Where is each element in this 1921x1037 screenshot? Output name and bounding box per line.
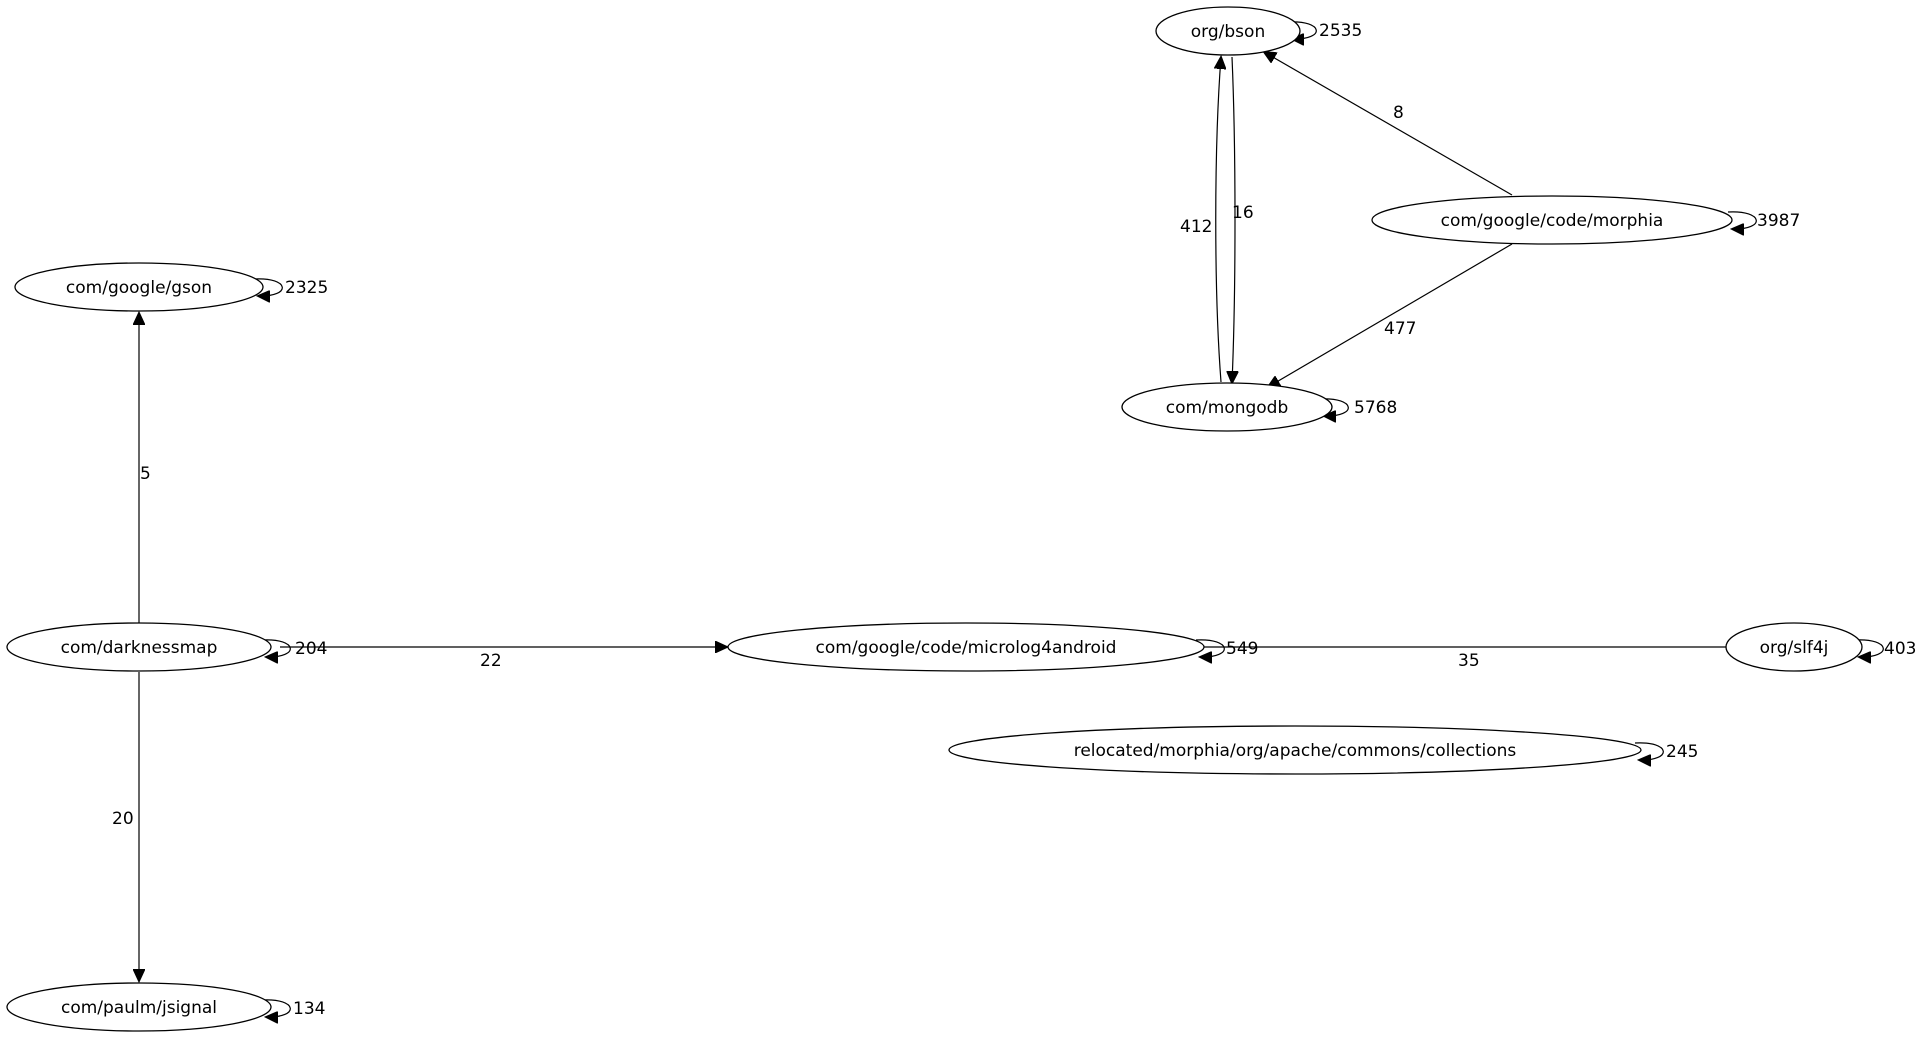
edge-jsignal-self	[261, 999, 291, 1017]
edge-label-gson-self: 2325	[285, 278, 328, 298]
edge-micrologger-self	[1195, 639, 1225, 657]
edge-morphia-to-bson	[1264, 52, 1513, 196]
edge-mongodb-self	[1319, 398, 1349, 416]
node-label: com/google/gson	[66, 278, 212, 298]
node-label: com/google/code/morphia	[1441, 211, 1664, 231]
node-com-darknessmap[interactable]: com/darknessmap	[6, 622, 272, 672]
node-label: com/google/code/microlog4android	[816, 638, 1117, 658]
edge-label-slf4j-self: 403	[1884, 639, 1916, 659]
edge-morphia-self	[1727, 211, 1757, 229]
edges	[139, 21, 1884, 1017]
edge-darknessmap-self	[261, 639, 291, 657]
edge-bson-self	[1287, 21, 1317, 39]
node-label: com/darknessmap	[61, 638, 218, 658]
edge-label-bson-to-mongodb: 16	[1232, 203, 1254, 223]
node-com-paulm-jsignal[interactable]: com/paulm/jsignal	[6, 982, 272, 1032]
edge-label-mongodb-self: 5768	[1354, 398, 1397, 418]
edge-label-darknessmap-self: 204	[295, 639, 327, 659]
edge-labels: 8 412 16 477 5 22 35 20 2535 3987 5768 2…	[112, 21, 1916, 1019]
nodes: org/bson com/google/code/morphia com/mon…	[6, 6, 1863, 1032]
node-label: relocated/morphia/org/apache/commons/col…	[1074, 741, 1517, 761]
node-label: org/slf4j	[1760, 638, 1829, 658]
node-com-google-gson[interactable]: com/google/gson	[14, 262, 264, 312]
edge-label-darknessmap-to-jsignal: 20	[112, 809, 134, 829]
edge-label-micrologger-self: 549	[1226, 639, 1258, 659]
node-com-google-code-microlog4android[interactable]: com/google/code/microlog4android	[727, 622, 1205, 672]
edge-label-mongodb-to-bson: 412	[1180, 217, 1212, 237]
node-relocated-morphia-collections[interactable]: relocated/morphia/org/apache/commons/col…	[948, 725, 1642, 775]
node-org-bson[interactable]: org/bson	[1155, 6, 1301, 56]
edge-label-slf4j-to-micrologger: 35	[1458, 651, 1480, 671]
edge-label-morphia-self: 3987	[1757, 211, 1800, 231]
edge-label-darknessmap-to-micrologger: 22	[480, 651, 502, 671]
edge-gson-self	[253, 278, 283, 296]
edge-label-collections-self: 245	[1666, 742, 1698, 762]
edge-mongodb-to-bson	[1216, 57, 1221, 383]
edge-label-darknessmap-to-gson: 5	[140, 464, 151, 484]
edge-slf4j-self	[1854, 639, 1884, 657]
edge-label-jsignal-self: 134	[293, 999, 325, 1019]
node-com-google-code-morphia[interactable]: com/google/code/morphia	[1371, 195, 1733, 245]
node-label: com/mongodb	[1166, 398, 1289, 418]
node-label: com/paulm/jsignal	[61, 998, 217, 1018]
node-org-slf4j[interactable]: org/slf4j	[1725, 622, 1863, 672]
edge-label-morphia-to-bson: 8	[1393, 103, 1404, 123]
edge-collections-self	[1634, 742, 1664, 760]
node-label: org/bson	[1191, 22, 1265, 42]
edge-morphia-to-mongodb	[1268, 243, 1513, 387]
edge-bson-to-mongodb	[1232, 56, 1235, 383]
edge-label-morphia-to-mongodb: 477	[1384, 319, 1416, 339]
node-com-mongodb[interactable]: com/mongodb	[1121, 382, 1333, 432]
edge-label-bson-self: 2535	[1319, 21, 1362, 41]
